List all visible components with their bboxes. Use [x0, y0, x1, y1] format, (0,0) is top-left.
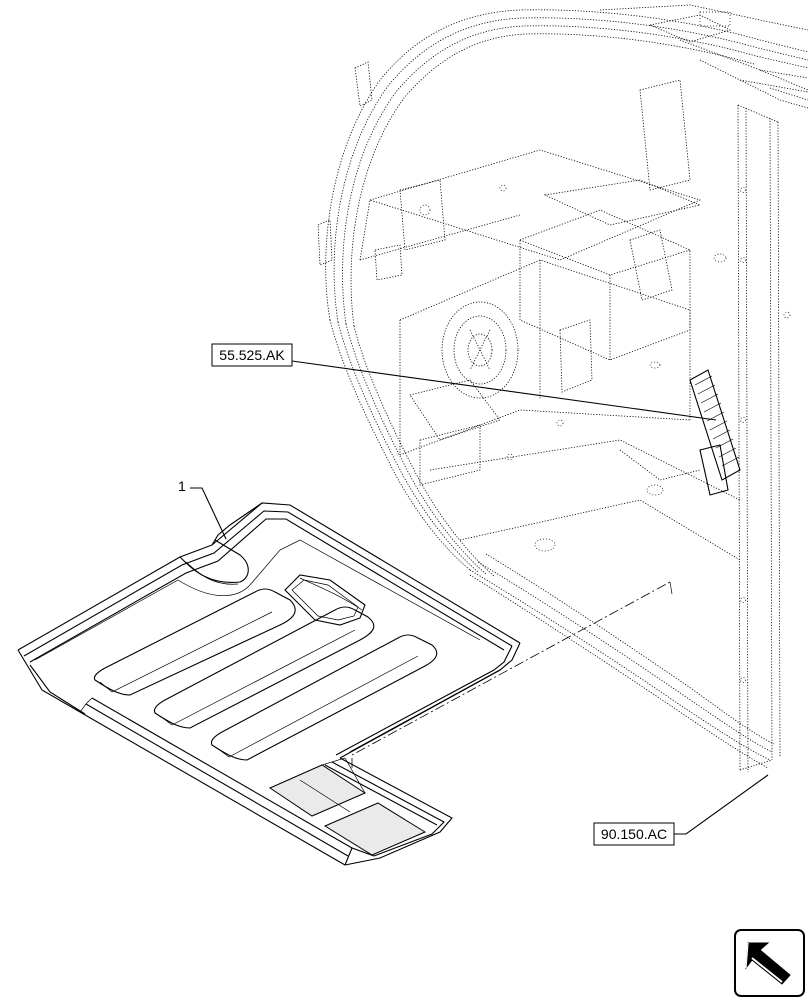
ref-label-upper[interactable]: 55.525.AK — [219, 347, 285, 363]
callout-ref-55-525-ak[interactable]: 55.525.AK — [211, 343, 717, 421]
leader-line-lower — [674, 774, 769, 835]
callout-ref-90-150-ac[interactable]: 90.150.AC — [593, 774, 769, 846]
leader-line-upper — [291, 360, 717, 421]
leader-line-part-1 — [190, 487, 227, 540]
cab-frame — [317, 4, 808, 773]
floor-mat — [17, 502, 521, 866]
return-arrow-icon[interactable] — [734, 929, 805, 997]
ref-label-box-upper — [211, 343, 293, 367]
ref-label-lower[interactable]: 90.150.AC — [601, 826, 667, 842]
callout-part-1[interactable]: 1 — [178, 478, 227, 540]
cab-console — [359, 79, 791, 561]
part-number-1: 1 — [178, 478, 186, 494]
center-line-tick — [669, 581, 673, 595]
accelerator-pedal — [689, 369, 741, 496]
center-line — [351, 581, 671, 768]
